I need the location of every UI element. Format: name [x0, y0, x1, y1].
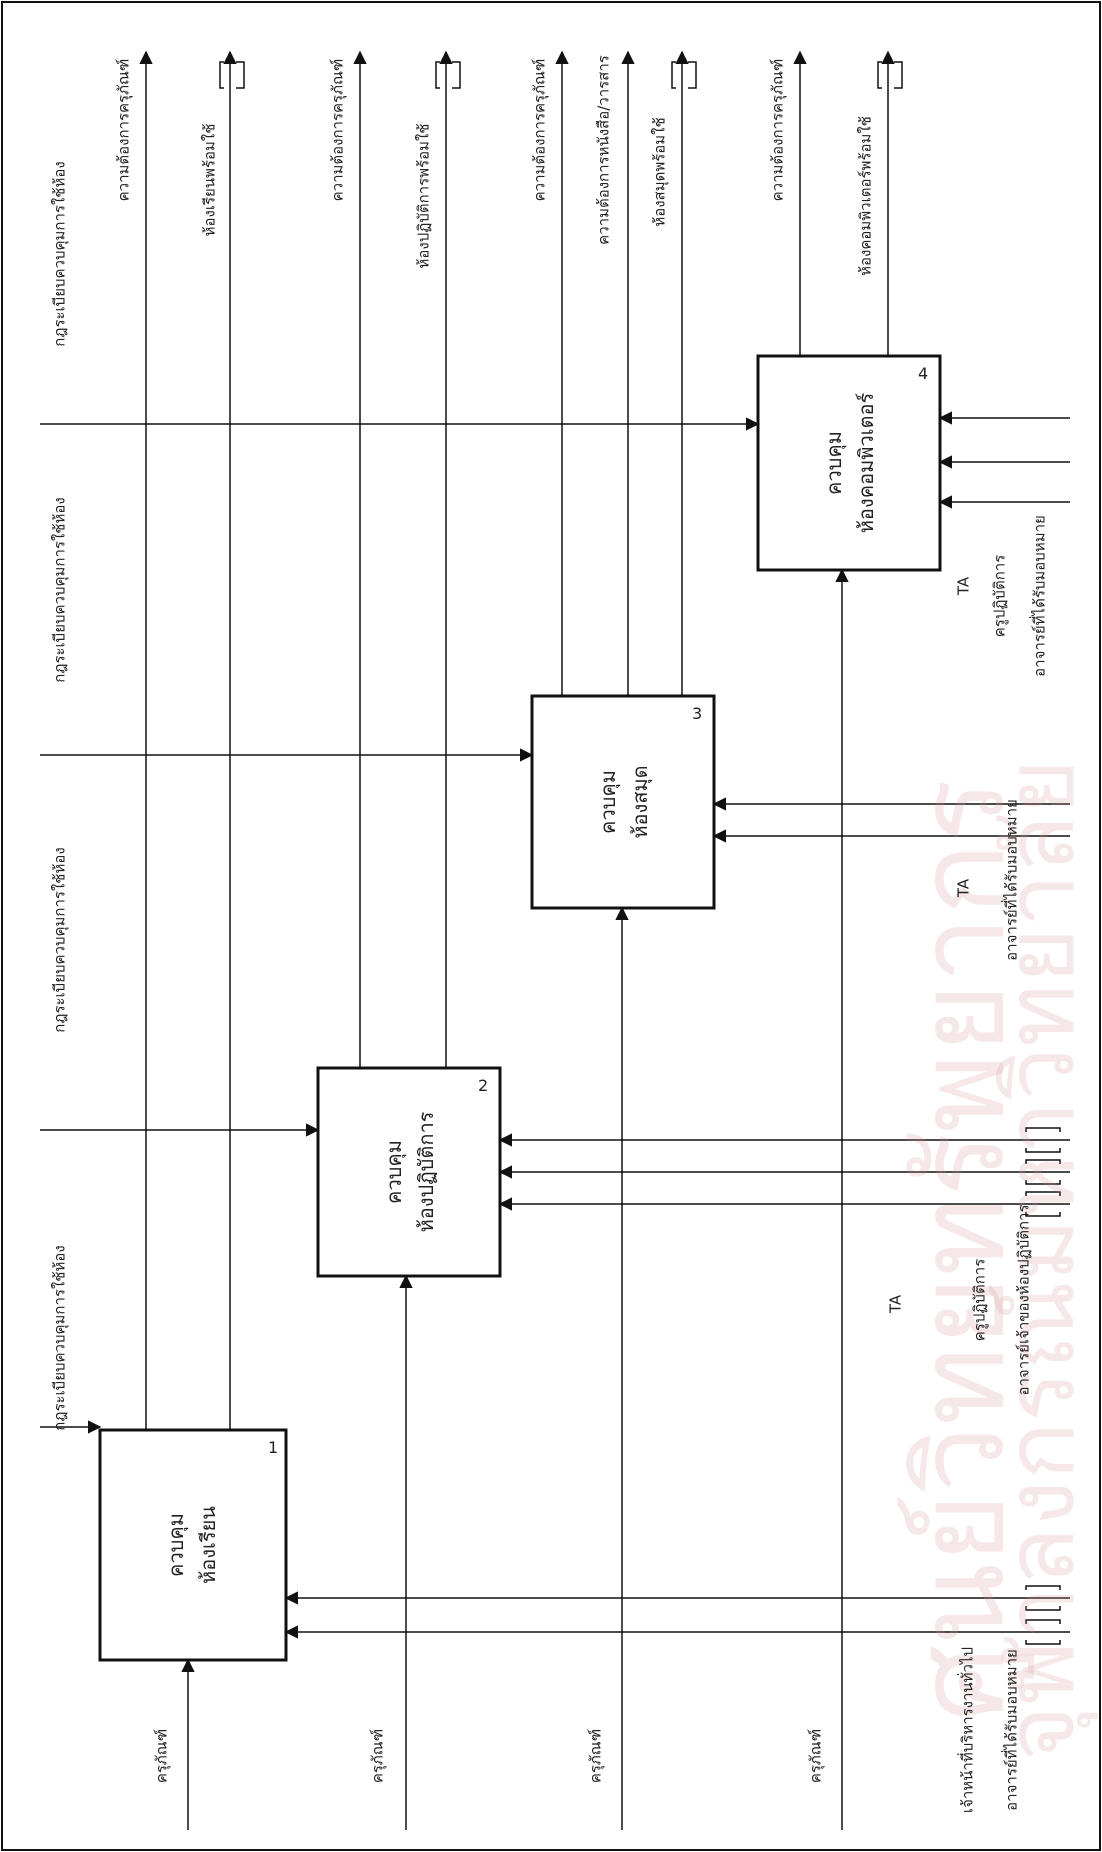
mech-label-3a: อาจารย์ที่ได้รับมอบหมาย	[1002, 799, 1021, 961]
box-3-number: 3	[692, 704, 703, 723]
mech-label-3-ta: TA	[954, 878, 973, 898]
mech-label-2-ta: TA	[886, 1294, 905, 1314]
mech-label-1a: เจ้าหน้าที่บริหารงานทั่วไป	[958, 1646, 977, 1814]
control-label-1: กฎระเบียบควบคุมการใช้ห้อง	[50, 1245, 69, 1431]
box-1-number: 1	[268, 1438, 279, 1457]
output-label-1a: ความต้องการครุภัณฑ์	[114, 58, 133, 202]
output-label-3a: ความต้องการครุภัณฑ์	[530, 58, 549, 202]
input-label-1: ครุภัณฑ์	[152, 1728, 171, 1784]
box-1-title-2: ห้องเรียน	[196, 1506, 220, 1584]
output-label-1b: ห้องเรียนพร้อมใช้	[200, 123, 219, 237]
box-4-title-2: ห้องคอมพิวเตอร์	[854, 392, 878, 534]
mech-label-4a: ครูปฏิบัติการ	[990, 554, 1009, 638]
output-label-4b: ห้องคอมพิวเตอร์พร้อมใช้	[856, 116, 875, 276]
control-label-3: กฎระเบียบควบคุมการใช้ห้อง	[50, 497, 69, 683]
output-label-3b: ความต้องการหนังสือ/วารสาร	[594, 55, 613, 245]
mech-label-2b: อาจารย์เจ้าของห้องปฏิบัติการ	[1014, 1204, 1033, 1396]
box-1-title-1: ควบคุม	[164, 1513, 188, 1577]
output-label-4a: ความต้องการครุภัณฑ์	[768, 58, 787, 202]
input-label-2: ครุภัณฑ์	[368, 1728, 387, 1784]
control-label-2: กฎระเบียบควบคุมการใช้ห้อง	[50, 847, 69, 1033]
box-3-title-2: ห้องสมุด	[628, 765, 652, 839]
box-2-title-1: ควบคุม	[382, 1140, 406, 1204]
output-label-2a: ความต้องการครุภัณฑ์	[328, 58, 347, 202]
mech-label-4b: อาจารย์ที่ได้รับมอบหมาย	[1030, 515, 1049, 677]
mech-label-2a: ครูปฏิบัติการ	[970, 1258, 989, 1342]
box-2-title-2: ห้องปฏิบัติการ	[414, 1111, 438, 1233]
box-2-number: 2	[478, 1076, 489, 1095]
box-3-title-1: ควบคุม	[596, 770, 620, 834]
tunnel-brackets-right	[1025, 1127, 1061, 1645]
input-label-3: ครุภัณฑ์	[586, 1728, 605, 1784]
output-label-2b: ห้องปฏิบัติการพร้อมใช้	[414, 123, 433, 269]
output-label-3c: ห้องสมุดพร้อมใช้	[650, 117, 669, 227]
control-label-4: กฎระเบียบควบคุมการใช้ห้อง	[50, 161, 69, 347]
tunnel-brackets-top	[219, 61, 903, 89]
box-4-number: 4	[918, 364, 929, 383]
input-label-4: ครุภัณฑ์	[806, 1728, 825, 1784]
mech-label-4-ta: TA	[954, 576, 973, 596]
box-4-title-1: ควบคุม	[822, 431, 846, 495]
mech-label-1b: อาจารย์ที่ได้รับมอบหมาย	[1002, 1649, 1021, 1811]
